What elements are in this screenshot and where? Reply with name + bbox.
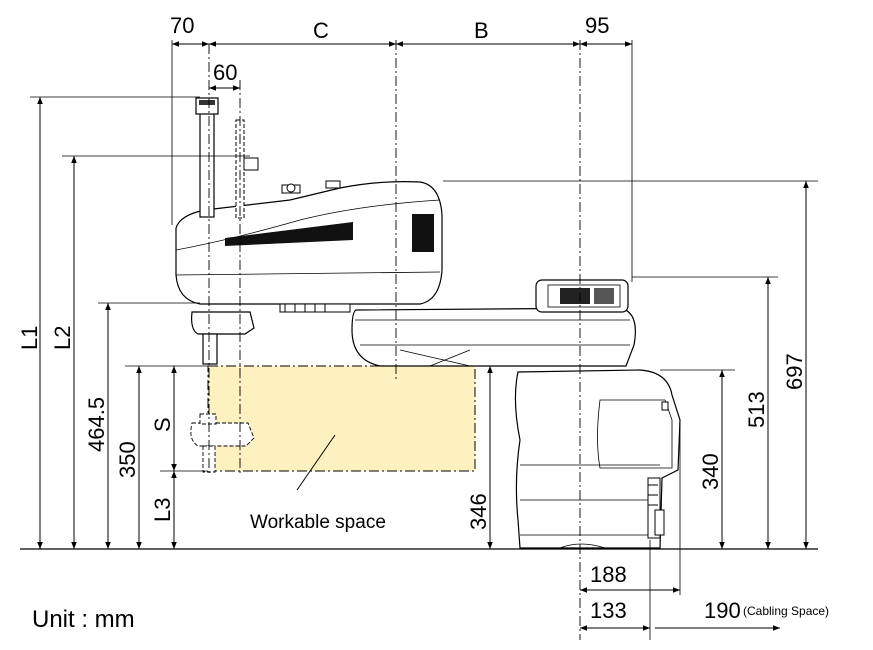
second-arm [351, 279, 636, 367]
dim-L2: L2 [50, 326, 75, 350]
dim-133: 133 [590, 598, 627, 623]
bottom-dimensions: 188 133 190 (Cabling Space) [580, 562, 829, 631]
dim-L1: L1 [17, 326, 42, 350]
dim-70: 70 [170, 13, 194, 38]
dim-B: B [474, 18, 489, 43]
workable-space-label: Workable space [250, 512, 386, 533]
dim-513: 513 [744, 391, 769, 428]
robot-base [514, 369, 681, 549]
dim-350: 350 [115, 441, 140, 478]
lower-position-tool [190, 413, 255, 473]
first-arm [175, 180, 443, 313]
dim-340: 340 [698, 453, 723, 490]
dim-697: 697 [782, 353, 807, 390]
dim-60: 60 [213, 60, 237, 85]
dim-C: C [313, 18, 329, 43]
dim-190: 190 [704, 598, 741, 623]
arm-vent-side [412, 214, 434, 252]
dim-S: S [150, 417, 175, 432]
unit-label: Unit : mm [32, 606, 135, 633]
dim-L3: L3 [150, 498, 175, 522]
left-dimensions: L1 L2 464.5 350 S L3 [17, 97, 177, 549]
top-dimensions: 70 C B 95 60 [170, 13, 632, 91]
workable-space-area [207, 365, 476, 472]
cabling-space-note: (Cabling Space) [743, 604, 829, 618]
spline-shaft [190, 97, 259, 473]
dim-346: 346 [466, 493, 491, 530]
dim-188: 188 [590, 562, 627, 587]
dim-464-5: 464.5 [84, 397, 109, 452]
workable-space-leader [296, 434, 336, 491]
right-dimensions: 697 513 340 346 [466, 181, 809, 549]
arm-vent-large [225, 222, 353, 246]
dim-95: 95 [585, 13, 609, 38]
